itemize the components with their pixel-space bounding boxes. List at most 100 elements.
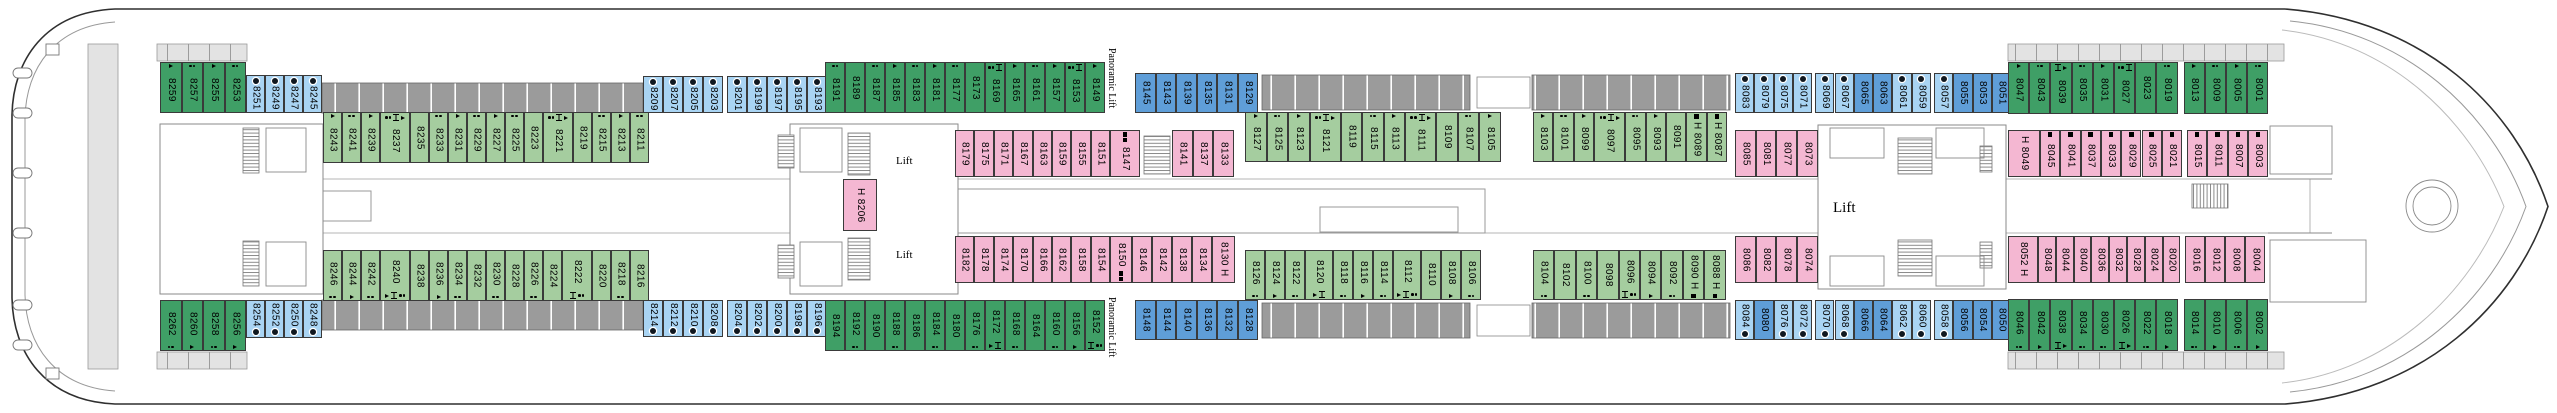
cabin-8219[interactable]: 8219: [573, 112, 592, 163]
cabin-8033[interactable]: 8033: [2100, 130, 2122, 177]
cabin-8155[interactable]: 8155: [1071, 130, 1091, 177]
cabin-8072[interactable]: 8072: [1792, 300, 1813, 340]
cabin-8161[interactable]: 8161: [1025, 62, 1045, 113]
cabin-8085[interactable]: 8085: [1735, 130, 1756, 177]
cabin-8071[interactable]: 8071: [1792, 73, 1813, 113]
cabin-8068[interactable]: 8068: [1834, 300, 1854, 340]
cabin-8070[interactable]: 8070: [1815, 300, 1835, 340]
cabin-8074[interactable]: 8074: [1797, 236, 1818, 283]
cabin-8132[interactable]: 8132: [1217, 300, 1238, 340]
cabin-8043[interactable]: 8043: [2029, 62, 2051, 114]
cabin-8255[interactable]: 8255: [203, 62, 225, 113]
cabin-8025[interactable]: 8025: [2141, 130, 2162, 177]
cabin-8238[interactable]: 8238: [410, 250, 429, 301]
cabin-8115[interactable]: 8115: [1362, 112, 1384, 162]
cabin-8220[interactable]: 8220: [592, 250, 611, 301]
cabin-8169[interactable]: 8169: [985, 62, 1005, 113]
cabin-8005[interactable]: 8005: [2226, 62, 2248, 114]
cabin-8221[interactable]: 8221: [543, 112, 573, 163]
cabin-8185[interactable]: 8185: [885, 62, 905, 113]
cabin-8133[interactable]: 8133: [1213, 130, 1235, 177]
cabin-8227[interactable]: 8227: [486, 112, 505, 163]
cabin-8197[interactable]: 8197: [767, 76, 787, 113]
cabin-8168[interactable]: 8168: [1005, 300, 1025, 351]
cabin-8047[interactable]: 8047: [2008, 62, 2030, 114]
cabin-8055[interactable]: 8055: [1953, 73, 1973, 113]
cabin-8011[interactable]: 8011: [2207, 130, 2228, 177]
cabin-8209[interactable]: 8209: [643, 76, 663, 113]
cabin-8093[interactable]: 8093: [1645, 112, 1666, 162]
cabin-8179[interactable]: 8179: [955, 130, 975, 177]
cabin-8171[interactable]: 8171: [993, 130, 1014, 177]
cabin-8004[interactable]: 8004: [2245, 236, 2266, 283]
cabin-8058[interactable]: 8058: [1934, 300, 1954, 340]
cabin-8141[interactable]: 8141: [1172, 130, 1193, 177]
cabin-8099[interactable]: 8099: [1573, 112, 1595, 162]
cabin-8090-H[interactable]: 8090 H: [1682, 250, 1705, 300]
cabin-8079[interactable]: 8079: [1754, 73, 1774, 113]
cabin-8116[interactable]: 8116: [1353, 250, 1373, 300]
cabin-8112[interactable]: 8112: [1393, 250, 1421, 300]
cabin-8122[interactable]: 8122: [1285, 250, 1305, 300]
cabin-8163[interactable]: 8163: [1032, 130, 1052, 177]
cabin-8069[interactable]: 8069: [1815, 73, 1835, 113]
cabin-8075[interactable]: 8075: [1773, 73, 1793, 113]
cabin-8236[interactable]: 8236: [429, 250, 448, 301]
cabin-8060[interactable]: 8060: [1911, 300, 1931, 340]
cabin-8067[interactable]: 8067: [1834, 73, 1854, 113]
cabin-8189[interactable]: 8189: [845, 62, 865, 113]
cabin-8031[interactable]: 8031: [2092, 62, 2114, 114]
cabin-8181[interactable]: 8181: [925, 62, 945, 113]
cabin-8203[interactable]: 8203: [703, 76, 723, 113]
cabin-8174[interactable]: 8174: [993, 236, 1014, 283]
cabin-8138[interactable]: 8138: [1172, 236, 1193, 283]
cabin-8215[interactable]: 8215: [592, 112, 611, 163]
cabin-8128[interactable]: 8128: [1237, 300, 1258, 340]
cabin-8156[interactable]: 8156: [1065, 300, 1085, 351]
cabin-8046[interactable]: 8046: [2008, 299, 2030, 351]
cabin-8210[interactable]: 8210: [683, 300, 703, 337]
cabin-8248[interactable]: 8248: [303, 300, 322, 338]
cabin-8098[interactable]: 8098: [1597, 250, 1619, 300]
cabin-8254[interactable]: 8254: [246, 300, 265, 338]
cabin-8028[interactable]: 8028: [2127, 236, 2145, 283]
cabin-8019[interactable]: 8019: [2156, 62, 2178, 114]
cabin-8015[interactable]: 8015: [2187, 130, 2208, 177]
cabin-8190[interactable]: 8190: [865, 300, 885, 351]
cabin-8187[interactable]: 8187: [865, 62, 885, 113]
cabin-8027[interactable]: 8027: [2114, 62, 2136, 114]
cabin-8252[interactable]: 8252: [265, 300, 284, 338]
cabin-8257[interactable]: 8257: [181, 62, 203, 113]
cabin-8016[interactable]: 8016: [2185, 236, 2206, 283]
cabin-8105[interactable]: 8105: [1479, 112, 1501, 162]
cabin-8164[interactable]: 8164: [1025, 300, 1045, 351]
cabin-8256[interactable]: 8256: [224, 300, 246, 351]
cabin-8165[interactable]: 8165: [1005, 62, 1025, 113]
cabin-8213[interactable]: 8213: [611, 112, 630, 163]
cabin-8148[interactable]: 8148: [1135, 300, 1156, 340]
cabin-8035[interactable]: 8035: [2071, 62, 2093, 114]
cabin-8024[interactable]: 8024: [2144, 236, 2163, 283]
cabin-8013[interactable]: 8013: [2183, 62, 2205, 114]
cabin-8223[interactable]: 8223: [524, 112, 543, 163]
cabin-8167[interactable]: 8167: [1013, 130, 1033, 177]
cabin-8208[interactable]: 8208: [703, 300, 723, 337]
cabin-8037[interactable]: 8037: [2080, 130, 2101, 177]
cabin-8253[interactable]: 8253: [224, 62, 246, 113]
cabin-8103[interactable]: 8103: [1533, 112, 1554, 162]
cabin-8002[interactable]: 8002: [2247, 299, 2269, 351]
cabin-8186[interactable]: 8186: [905, 300, 925, 351]
cabin-8207[interactable]: 8207: [663, 76, 683, 113]
cabin-8065[interactable]: 8065: [1853, 73, 1874, 113]
cabin-8180[interactable]: 8180: [945, 300, 965, 351]
cabin-8042[interactable]: 8042: [2029, 299, 2051, 351]
cabin-8228[interactable]: 8228: [505, 250, 524, 301]
cabin-8006[interactable]: 8006: [2226, 299, 2248, 351]
cabin-H-8089[interactable]: H 8089: [1686, 112, 1707, 162]
cabin-8166[interactable]: 8166: [1032, 236, 1052, 283]
cabin-8009[interactable]: 8009: [2204, 62, 2226, 114]
cabin-8012[interactable]: 8012: [2205, 236, 2226, 283]
cabin-8212[interactable]: 8212: [663, 300, 683, 337]
cabin-8193[interactable]: 8193: [807, 76, 827, 113]
cabin-8001[interactable]: 8001: [2247, 62, 2269, 114]
